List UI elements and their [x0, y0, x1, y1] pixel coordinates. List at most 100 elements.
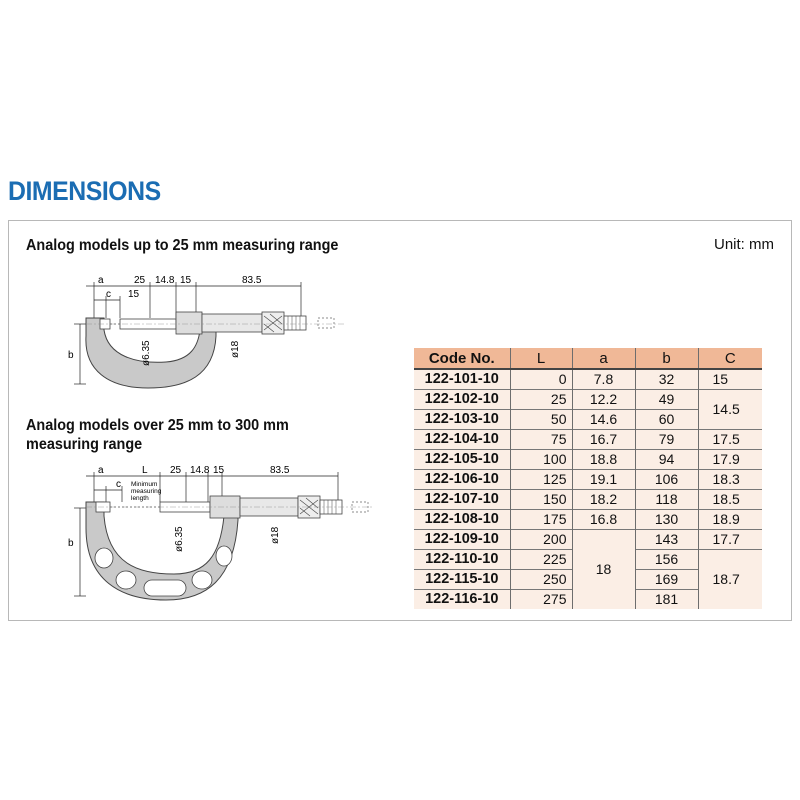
value-cell: 50 [509, 409, 572, 430]
dim-phi-6-35-large: ø6.35 [174, 526, 185, 552]
header-a: a [571, 348, 635, 369]
code-cell: 122-116-10 [414, 589, 510, 609]
value-cell: 17.7 [697, 529, 762, 550]
dim-25-large: 25 [170, 465, 182, 476]
table-row: 122-107-10 150 18.2 118 18.5 [414, 489, 762, 510]
value-cell: 19.1 [571, 469, 635, 490]
code-cell: 122-109-10 [414, 529, 510, 550]
table-row: 122-103-10 50 14.6 60 [414, 409, 762, 430]
value-cell: 49 [634, 389, 698, 410]
dim-14-8: 14.8 [155, 275, 175, 286]
table-row: 122-105-10 100 18.8 94 17.9 [414, 449, 762, 470]
table-row: 122-109-10 200 18 143 17.7 [414, 529, 762, 609]
value-cell: 125 [509, 469, 572, 490]
value-cell: 16.7 [571, 429, 635, 450]
value-cell: 18.9 [697, 509, 762, 530]
value-cell: 169 [634, 569, 698, 590]
dim-a: a [98, 275, 104, 286]
value-cell: 200 [509, 529, 572, 550]
frame-shape [85, 317, 217, 389]
dim-phi-18-large: ø18 [270, 526, 281, 544]
spec-table: Code No. L a b C 122-101-10 0 7.8 32 15 … [414, 348, 762, 609]
header-L: L [509, 348, 572, 369]
value-cell: 79 [634, 429, 698, 450]
min-length-line1: Minimum [131, 481, 157, 488]
dim-a-large: a [98, 465, 104, 476]
value-cell: 118 [634, 489, 698, 510]
value-cell: 12.2 [571, 389, 635, 410]
table-row: 122-108-10 175 16.8 130 18.9 [414, 509, 762, 530]
dim-b: b [68, 350, 74, 361]
value-cell: 18.2 [571, 489, 635, 510]
code-cell: 122-107-10 [414, 489, 510, 510]
value-cell: 225 [509, 549, 572, 570]
value-cell: 150 [509, 489, 572, 510]
dimensions-panel [8, 220, 792, 621]
header-code: Code No. [414, 348, 510, 369]
value-cell: 18 [571, 529, 635, 609]
table-row: 122-106-10 125 19.1 106 18.3 [414, 469, 762, 490]
page-title: DIMENSIONS [8, 176, 161, 206]
value-cell: 15 [697, 368, 762, 390]
dim-25: 25 [134, 275, 146, 286]
value-cell: 175 [509, 509, 572, 530]
value-cell: 17.5 [697, 429, 762, 450]
dim-15-inner: 15 [128, 289, 140, 300]
value-cell: 14.6 [571, 409, 635, 430]
value-cell: 0 [509, 368, 572, 390]
value-cell: 106 [634, 469, 698, 490]
value-cell: 14.5 [697, 389, 762, 430]
micrometer-drawing-300mm: a c L Minimum measuring length 25 14.8 1… [68, 465, 374, 601]
value-cell: 156 [634, 549, 698, 570]
value-cell: 25 [509, 389, 572, 410]
value-cell: 250 [509, 569, 572, 590]
value-cell: 32 [634, 368, 698, 390]
code-cell: 122-110-10 [414, 549, 510, 570]
header-b: b [634, 348, 698, 369]
dim-c-large: c [116, 479, 121, 490]
table-row: 122-116-10 275 181 [414, 589, 762, 609]
min-length-line2: measuring [131, 488, 162, 495]
dim-83-5: 83.5 [242, 275, 262, 286]
dim-15: 15 [180, 275, 192, 286]
header-C: C [697, 348, 762, 369]
value-cell: 94 [634, 449, 698, 470]
value-cell: 275 [509, 589, 572, 609]
value-cell: 143 [634, 529, 698, 550]
dim-c: c [106, 289, 111, 300]
code-cell: 122-115-10 [414, 569, 510, 590]
dim-b-large: b [68, 538, 74, 549]
dim-phi-6-35: ø6.35 [141, 340, 152, 366]
dim-15-large: 15 [213, 465, 225, 476]
code-cell: 122-102-10 [414, 389, 510, 410]
code-cell: 122-105-10 [414, 449, 510, 470]
section1-title: Analog models up to 25 mm measuring rang… [26, 237, 339, 254]
value-cell: 75 [509, 429, 572, 450]
table-row: 122-104-10 75 16.7 79 17.5 [414, 429, 762, 450]
value-cell: 18.8 [571, 449, 635, 470]
section2-title: Analog models over 25 mm to 300 mm measu… [26, 417, 289, 453]
dim-L: L [142, 465, 148, 476]
value-cell: 18.7 [697, 549, 762, 609]
code-cell: 122-101-10 [414, 368, 510, 390]
table-row: 122-101-10 0 7.8 32 15 [414, 368, 762, 390]
code-cell: 122-104-10 [414, 429, 510, 450]
table-header-row: Code No. L a b C [414, 348, 762, 369]
value-cell: 18.3 [697, 469, 762, 490]
value-cell: 130 [634, 509, 698, 530]
value-cell: 18.5 [697, 489, 762, 510]
value-cell: 60 [634, 409, 698, 430]
unit-label: Unit: mm [714, 236, 774, 253]
code-cell: 122-108-10 [414, 509, 510, 530]
table-row: 122-102-10 25 12.2 49 14.5 [414, 389, 762, 430]
code-cell: 122-106-10 [414, 469, 510, 490]
code-cell: 122-103-10 [414, 409, 510, 430]
value-cell: 100 [509, 449, 572, 470]
value-cell: 17.9 [697, 449, 762, 470]
table-row: 122-110-10 225 156 18.7 [414, 549, 762, 609]
dim-phi-18: ø18 [230, 340, 241, 358]
micrometer-drawing-25mm: a c 15 25 14.8 15 83.5 b ø6.35 ø18 [68, 275, 346, 389]
min-length-line3: length [131, 495, 149, 502]
value-cell: 7.8 [571, 368, 635, 390]
value-cell: 16.8 [571, 509, 635, 530]
